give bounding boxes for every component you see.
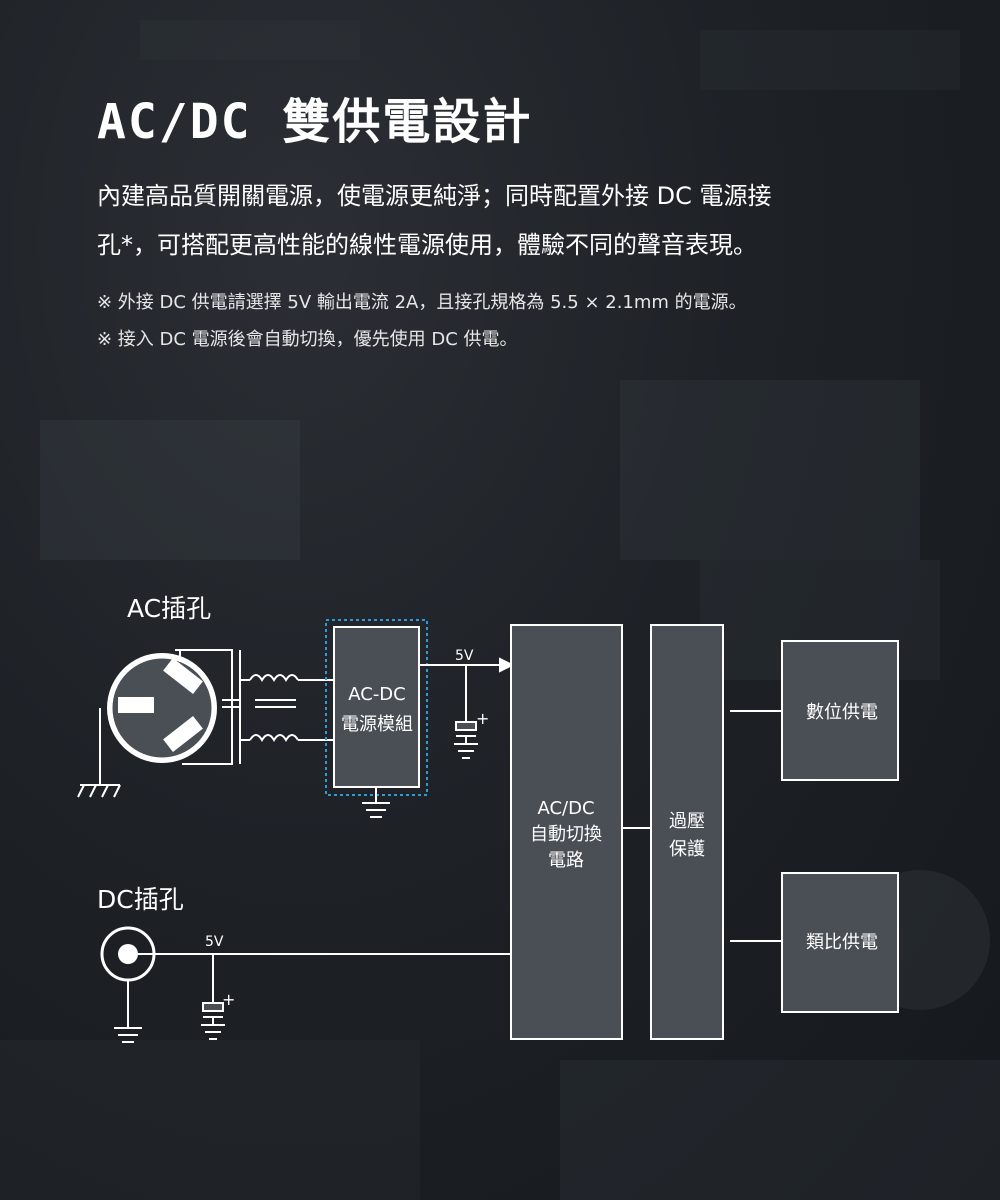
capacitor-bottom <box>201 1002 225 1040</box>
ground-symbol-module <box>362 802 390 818</box>
ground-symbol-dc <box>114 1027 142 1043</box>
digital-power-block <box>781 640 899 781</box>
note-dc-spec: ※ 外接 DC 供電請選擇 5V 輸出電流 2A，且接孔規格為 5.5 × 2.… <box>97 292 747 313</box>
dc-socket-label: DC插孔 <box>97 885 184 914</box>
analog-power-block <box>781 872 899 1013</box>
description-line-1: 內建高品質開關電源，使電源更純淨；同時配置外接 DC 電源接 <box>97 182 772 210</box>
page-title: AC/DC 雙供電設計 <box>97 94 533 150</box>
protect-label-2: 保護 <box>669 839 705 860</box>
protect-label-1: 過壓 <box>669 811 705 832</box>
acdc-module-block <box>333 626 420 788</box>
switch-label-1: AC/DC <box>537 798 594 819</box>
plus-sign-top: + <box>476 709 489 728</box>
capacitor-top <box>454 721 478 759</box>
auto-switch-block <box>510 624 623 1040</box>
overvoltage-protection-block <box>650 624 724 1040</box>
acdc-module-label-1: AC-DC <box>348 684 406 705</box>
voltage-label-top: 5V <box>455 648 474 664</box>
analog-power-label: 類比供電 <box>806 932 878 953</box>
ac-socket-label: AC插孔 <box>127 594 211 623</box>
note-auto-switch: ※ 接入 DC 電源後會自動切換，優先使用 DC 供電。 <box>97 329 518 350</box>
digital-power-label: 數位供電 <box>806 702 878 723</box>
description-line-2: 孔*，可搭配更高性能的線性電源使用，體驗不同的聲音表現。 <box>97 231 757 259</box>
ground-symbol-ac <box>77 784 121 798</box>
plus-sign-bottom: + <box>222 990 235 1009</box>
switch-label-3: 電路 <box>548 850 584 871</box>
voltage-label-bottom: 5V <box>205 934 224 950</box>
acdc-module-label-2: 電源模組 <box>341 714 413 735</box>
switch-label-2: 自動切換 <box>530 824 602 845</box>
ac-socket-icon <box>107 653 217 763</box>
